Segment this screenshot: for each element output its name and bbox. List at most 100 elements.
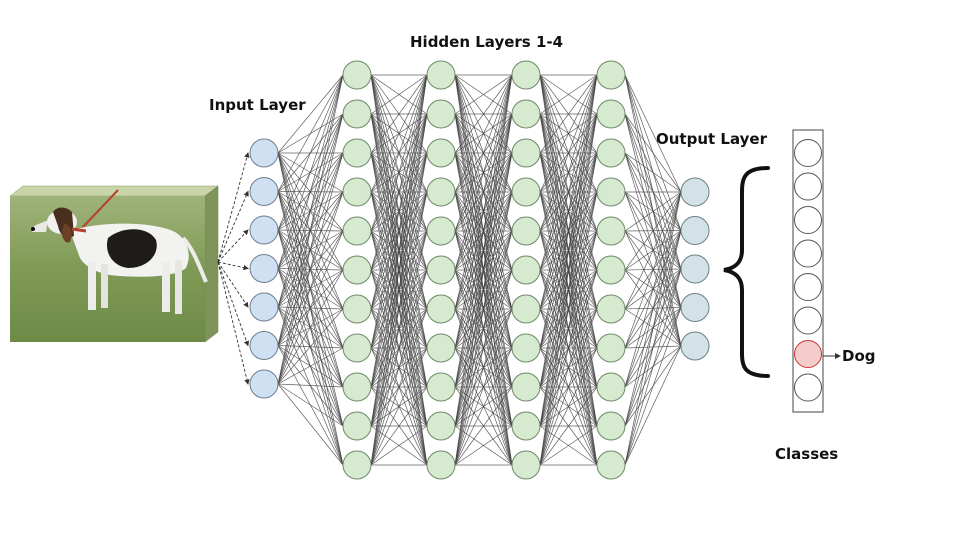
edge-l5-11-1 <box>624 191 682 466</box>
edge-l1-7-2 <box>277 113 344 385</box>
edge-l2-11-7 <box>370 308 428 466</box>
edge-l1-7-9 <box>277 383 344 388</box>
hidden-node-l4-7 <box>596 294 626 324</box>
edge-l1-6-1 <box>277 74 344 346</box>
edge-l2-11-3 <box>370 152 428 466</box>
edge-l4-6-1 <box>539 74 598 271</box>
hidden-node-l4-9 <box>596 372 626 402</box>
input-image <box>9 185 219 343</box>
edge-l2-11-5 <box>370 230 428 466</box>
input-node-1 <box>249 138 279 168</box>
edge-l3-5-1 <box>454 74 513 232</box>
output-node-3 <box>680 254 710 284</box>
hidden-node-l2-1 <box>426 60 456 90</box>
edge-l1-7-11 <box>277 383 344 466</box>
class-slot-1 <box>794 139 822 167</box>
hidden-node-l3-8 <box>511 333 541 363</box>
edge-l4-11-4 <box>539 191 598 466</box>
edge-l2-4-1 <box>370 74 428 193</box>
dog-icon <box>31 189 208 314</box>
hidden-node-l4-5 <box>596 216 626 246</box>
edge-l1-2-1 <box>277 74 344 192</box>
edge-l4-7-1 <box>539 74 598 310</box>
edge-l3-4-1 <box>454 74 513 193</box>
class-slot-5 <box>794 273 822 301</box>
edge-l2-6-1 <box>370 74 428 271</box>
edge-l2-11-8 <box>370 347 428 466</box>
connections-group <box>217 74 682 466</box>
edge-l5-5-1 <box>624 191 682 232</box>
image-to-input-arrow-5 <box>217 261 249 308</box>
edge-l1-7-7 <box>277 308 344 385</box>
edge-l2-11-6 <box>370 269 428 466</box>
hidden-node-l3-6 <box>511 255 541 285</box>
input-node-6 <box>249 331 279 360</box>
hidden-node-l3-2 <box>511 99 541 129</box>
input-layer-label: Input Layer <box>209 96 306 114</box>
hidden-node-l1-4 <box>342 177 372 207</box>
edge-l5-11-4 <box>624 307 682 466</box>
hidden-node-l4-8 <box>596 333 626 363</box>
edge-l2-5-1 <box>370 74 428 232</box>
hidden-node-l3-3 <box>511 138 541 168</box>
output-layer-label: Output Layer <box>656 130 767 148</box>
edge-l5-6-1 <box>624 191 682 271</box>
edge-l5-8-1 <box>624 191 682 349</box>
image-to-input-arrow-3 <box>217 229 249 263</box>
predicted-class-label: Dog <box>842 347 876 365</box>
edge-l2-3-1 <box>370 74 428 154</box>
hidden-node-l2-3 <box>426 138 456 168</box>
image-to-input-arrow-4 <box>217 261 249 271</box>
edge-l2-8-1 <box>370 74 428 349</box>
class-slot-8 <box>794 373 822 402</box>
hidden-node-l2-9 <box>426 372 456 402</box>
edge-l3-11-4 <box>454 191 513 466</box>
edge-l4-8-1 <box>539 74 598 349</box>
edge-l1-3-1 <box>277 74 344 231</box>
edge-l5-11-3 <box>624 268 682 466</box>
edge-l3-11-3 <box>454 152 513 466</box>
edge-l4-5-1 <box>539 74 598 232</box>
edge-l3-9-1 <box>454 74 513 388</box>
edge-l3-11-5 <box>454 230 513 466</box>
output-node-5 <box>680 331 710 361</box>
edge-l2-11-10 <box>370 425 428 466</box>
edge-l3-11-7 <box>454 308 513 466</box>
hidden-node-l4-2 <box>596 99 626 129</box>
hidden-node-l1-5 <box>342 216 372 246</box>
class-slots-group <box>794 139 822 402</box>
output-node-4 <box>680 293 710 322</box>
image-to-input-arrow-2 <box>217 190 249 263</box>
edge-l3-8-1 <box>454 74 513 349</box>
edge-l5-2-1 <box>624 113 682 193</box>
edge-l4-11-9 <box>539 386 598 466</box>
edge-l3-11-8 <box>454 347 513 466</box>
edge-l4-11-5 <box>539 230 598 466</box>
edge-l5-1-1 <box>624 74 682 193</box>
image-side-face <box>204 185 219 343</box>
hidden-node-l1-1 <box>342 60 372 90</box>
image-to-input-arrow-7 <box>217 261 250 385</box>
edge-l3-11-10 <box>454 425 513 466</box>
output-node-2 <box>680 216 710 245</box>
hidden-node-l4-3 <box>596 138 626 168</box>
edge-l2-7-1 <box>370 74 428 310</box>
edge-l3-11-9 <box>454 386 513 466</box>
class-slot-6 <box>794 306 822 335</box>
edge-l1-7-5 <box>277 230 344 385</box>
edge-l1-1-1 <box>277 74 344 154</box>
class-slot-4 <box>794 239 822 268</box>
hidden-node-l3-5 <box>511 216 541 246</box>
hidden-node-l2-6 <box>426 255 456 285</box>
edge-l2-10-1 <box>370 74 428 427</box>
edge-l3-10-1 <box>454 74 513 427</box>
edge-l4-9-1 <box>539 74 598 388</box>
edge-l5-9-1 <box>624 191 682 388</box>
edge-l4-11-2 <box>539 113 598 466</box>
edge-l4-4-1 <box>539 74 598 193</box>
edge-l1-7-10 <box>277 383 344 427</box>
image-to-input-arrow-1 <box>217 152 250 263</box>
nodes-group <box>249 60 710 480</box>
